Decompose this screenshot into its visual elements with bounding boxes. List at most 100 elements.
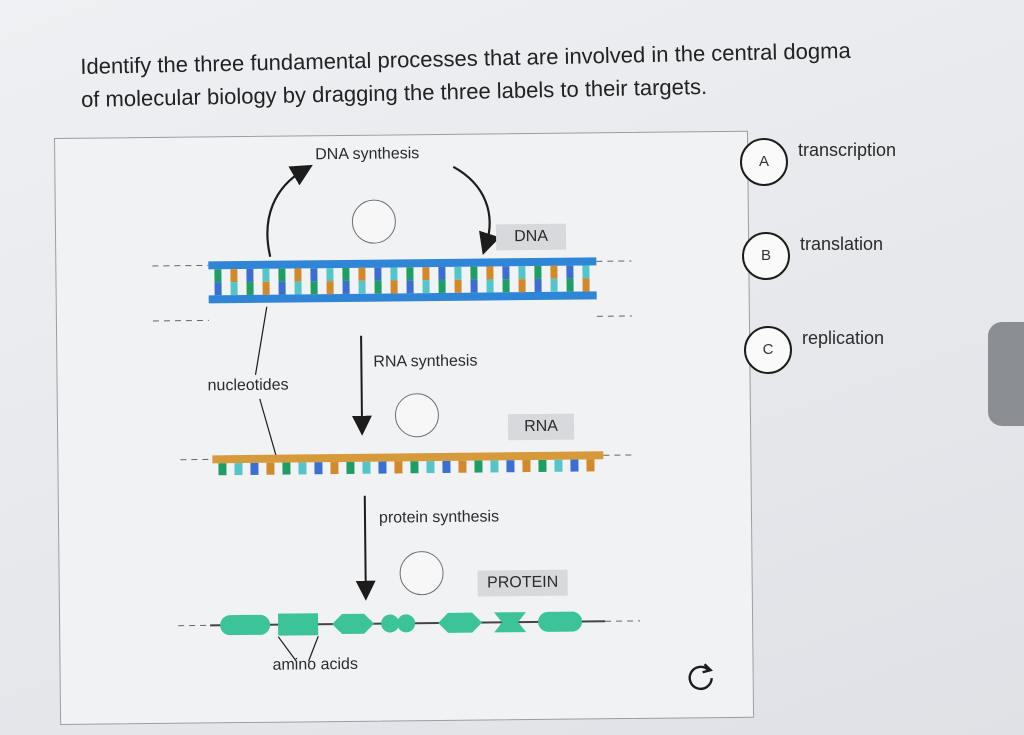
dna-base	[470, 279, 478, 293]
dna-base	[550, 278, 558, 292]
protein-tag: PROTEIN	[477, 569, 568, 597]
drop-target-rna-synthesis[interactable]	[394, 392, 440, 438]
dna-base	[246, 281, 254, 295]
rna-base	[298, 462, 307, 475]
dna-tag: DNA	[495, 223, 567, 251]
dna-base	[486, 279, 494, 293]
nucleotides-pointer-lower	[259, 398, 277, 457]
rna-tag: RNA	[507, 413, 575, 441]
choice-c-label[interactable]: replication	[802, 328, 885, 348]
dna-base	[502, 279, 510, 293]
dna-base	[422, 280, 430, 294]
dna-base	[566, 265, 574, 279]
rna-base	[506, 460, 515, 473]
protein-chain	[178, 611, 641, 636]
rna-base	[250, 462, 259, 475]
question-text: Identify the three fundamental processes…	[80, 32, 961, 116]
protein-synthesis-label: protein synthesis	[378, 508, 500, 527]
drop-target-protein-synthesis[interactable]	[399, 550, 444, 596]
dna-base	[390, 280, 398, 294]
dna-base	[582, 278, 590, 292]
replication-arrow-left	[266, 164, 313, 257]
dna-base	[454, 279, 462, 293]
dna-base	[294, 281, 302, 295]
drop-target-dna-synthesis[interactable]	[351, 199, 397, 244]
rna-base	[522, 460, 531, 473]
dna-double-strand	[152, 257, 632, 322]
dna-base	[278, 281, 286, 295]
dna-base	[406, 267, 414, 281]
rna-base	[442, 460, 451, 473]
dna-base	[214, 282, 222, 296]
amino-acids-pointer-right	[307, 636, 319, 662]
amino-acids-label: amino acids	[272, 655, 358, 674]
dna-base	[230, 269, 238, 283]
dna-base	[262, 268, 270, 282]
dna-base	[310, 281, 318, 295]
dna-base	[518, 279, 526, 293]
rna-base	[282, 462, 291, 475]
dna-base	[454, 266, 462, 280]
dna-base	[358, 280, 366, 294]
dna-base	[582, 265, 590, 279]
rna-base	[458, 460, 467, 473]
amino-acids-pointer-left	[277, 636, 297, 662]
rna-base	[554, 459, 563, 472]
dna-base	[438, 266, 446, 280]
dna-base	[518, 266, 526, 280]
rna-base	[410, 461, 419, 474]
dna-base	[246, 268, 254, 282]
dna-base	[326, 281, 334, 295]
translation-arrow	[355, 495, 376, 601]
dna-base	[550, 265, 558, 279]
replication-arrow-right	[452, 165, 500, 255]
dna-base	[374, 267, 382, 281]
dna-base	[534, 278, 542, 292]
rna-base	[538, 459, 547, 472]
choice-a-badge[interactable]: A	[740, 138, 788, 186]
choice-c-badge[interactable]: C	[744, 326, 792, 374]
rna-base	[378, 461, 387, 474]
side-drawer-handle[interactable]	[988, 322, 1024, 426]
rna-synthesis-label: RNA synthesis	[373, 352, 478, 371]
rna-base	[474, 460, 483, 473]
dna-base	[406, 280, 414, 294]
rna-base	[586, 459, 595, 472]
rna-base	[330, 462, 339, 475]
rna-base	[218, 463, 227, 476]
dna-base	[422, 267, 430, 281]
choice-b-label[interactable]: translation	[800, 234, 884, 254]
rna-base	[362, 461, 371, 474]
dna-base	[278, 268, 286, 282]
diagram-panel: DNA synthesis DNA RNA synthesis RNA prot…	[54, 130, 755, 725]
dna-base	[486, 266, 494, 280]
dna-base	[470, 266, 478, 280]
dna-base	[438, 279, 446, 293]
choice-a-label[interactable]: transcription	[798, 140, 897, 160]
rna-base	[490, 460, 499, 473]
dna-base	[374, 280, 382, 294]
dna-base	[326, 268, 334, 282]
transcription-arrow	[351, 335, 372, 436]
diagram-drawing	[152, 164, 641, 662]
reset-icon[interactable]	[685, 660, 717, 692]
rna-base	[314, 462, 323, 475]
rna-base	[394, 461, 403, 474]
dna-base	[390, 267, 398, 281]
dna-base	[502, 266, 510, 280]
dna-base	[342, 267, 350, 281]
nucleotides-pointer-upper	[254, 306, 268, 376]
dna-base	[566, 278, 574, 292]
rna-base	[234, 463, 243, 476]
rna-strand	[180, 451, 637, 476]
rna-base	[266, 462, 275, 475]
choice-b-badge[interactable]: B	[742, 232, 790, 280]
dna-base	[214, 269, 222, 283]
rna-base	[346, 461, 355, 474]
dna-base	[294, 268, 302, 282]
rna-base	[570, 459, 579, 472]
dna-base	[262, 281, 270, 295]
dna-base	[342, 280, 350, 294]
dna-base	[358, 267, 366, 281]
nucleotides-label: nucleotides	[207, 376, 289, 395]
